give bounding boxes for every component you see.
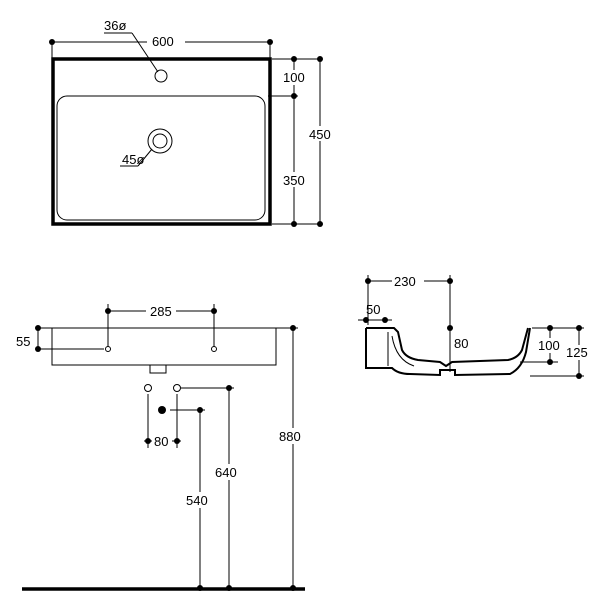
rim-depth-label: 100 bbox=[283, 70, 305, 85]
label-bg bbox=[392, 273, 424, 289]
dim-tick bbox=[447, 278, 453, 284]
waste-leader bbox=[137, 148, 153, 167]
dim-tick bbox=[197, 407, 203, 413]
side-total-height-label: 125 bbox=[566, 345, 588, 360]
dim-tick bbox=[291, 221, 297, 227]
label-bg bbox=[282, 172, 308, 187]
label-bg bbox=[215, 464, 243, 480]
label-bg bbox=[146, 303, 176, 319]
label-bg bbox=[565, 345, 595, 360]
dim-tick bbox=[290, 325, 296, 331]
dim-tick bbox=[267, 39, 273, 45]
dim-tick bbox=[105, 308, 111, 314]
basin-outline-top bbox=[51, 57, 272, 226]
waste-hole-label: 45ø bbox=[122, 152, 144, 167]
trap-point-left bbox=[144, 384, 152, 392]
label-bg bbox=[282, 70, 308, 85]
dim-tick bbox=[317, 221, 323, 227]
bowl-depth-label: 350 bbox=[283, 173, 305, 188]
dim-tick bbox=[35, 325, 41, 331]
basin-profile-outer bbox=[365, 327, 531, 377]
trap-spacing-label: 80 bbox=[154, 434, 168, 449]
basin-profile-inner bbox=[366, 327, 529, 368]
bolt-hole-left bbox=[105, 346, 111, 352]
waste-outlet-front bbox=[149, 364, 167, 374]
waste-inner bbox=[152, 133, 168, 149]
dim-tick bbox=[35, 346, 41, 352]
top-view: 600 36ø 45ø 100 350 450 bbox=[49, 18, 334, 227]
dim-tick bbox=[291, 56, 297, 62]
bolt-height-label: 55 bbox=[16, 334, 30, 349]
dim-tick bbox=[382, 317, 388, 323]
label-bg bbox=[186, 492, 214, 508]
front-view: 285 55 80 540 bbox=[16, 303, 307, 591]
dim-tick bbox=[291, 93, 297, 99]
total-depth-label: 450 bbox=[309, 127, 331, 142]
dim-tick bbox=[447, 325, 453, 331]
rim-height-label: 880 bbox=[279, 429, 301, 444]
dim-tick bbox=[49, 39, 55, 45]
trap-height-label: 540 bbox=[186, 493, 208, 508]
dim-tick bbox=[365, 278, 371, 284]
dim-tick bbox=[317, 56, 323, 62]
label-bg bbox=[453, 336, 473, 351]
bowl-outline-top bbox=[56, 95, 266, 221]
dim-tick bbox=[145, 438, 151, 444]
tap-hole bbox=[154, 69, 168, 83]
bolt-hole-right bbox=[211, 346, 217, 352]
basin-profile-section bbox=[387, 332, 415, 367]
width-label: 600 bbox=[152, 34, 174, 49]
dim-tick bbox=[547, 325, 553, 331]
waste-outer bbox=[147, 128, 173, 154]
basin-front bbox=[51, 327, 277, 366]
label-bg bbox=[152, 434, 172, 449]
tap-hole-leader bbox=[131, 32, 159, 73]
label-bg bbox=[308, 126, 334, 141]
trap-center-dot bbox=[158, 406, 166, 414]
side-bowl-depth-label: 80 bbox=[454, 336, 468, 351]
dim-tick bbox=[576, 325, 582, 331]
bolt-mount-height-label: 640 bbox=[215, 465, 237, 480]
dim-tick bbox=[363, 317, 369, 323]
bolt-spacing-label: 285 bbox=[150, 304, 172, 319]
side-depth-label: 230 bbox=[394, 274, 416, 289]
dim-tick bbox=[547, 359, 553, 365]
side-inner-height-label: 100 bbox=[538, 338, 560, 353]
label-bg bbox=[537, 338, 563, 353]
dim-tick bbox=[576, 373, 582, 379]
tap-hole-label: 36ø bbox=[104, 18, 126, 33]
label-bg bbox=[147, 33, 185, 49]
dim-tick bbox=[211, 308, 217, 314]
dim-tick bbox=[174, 438, 180, 444]
side-view: 230 50 80 100 125 bbox=[358, 273, 595, 379]
label-bg bbox=[279, 428, 307, 444]
offset-label: 50 bbox=[366, 302, 380, 317]
dim-tick bbox=[226, 385, 232, 391]
trap-point-right bbox=[173, 384, 181, 392]
